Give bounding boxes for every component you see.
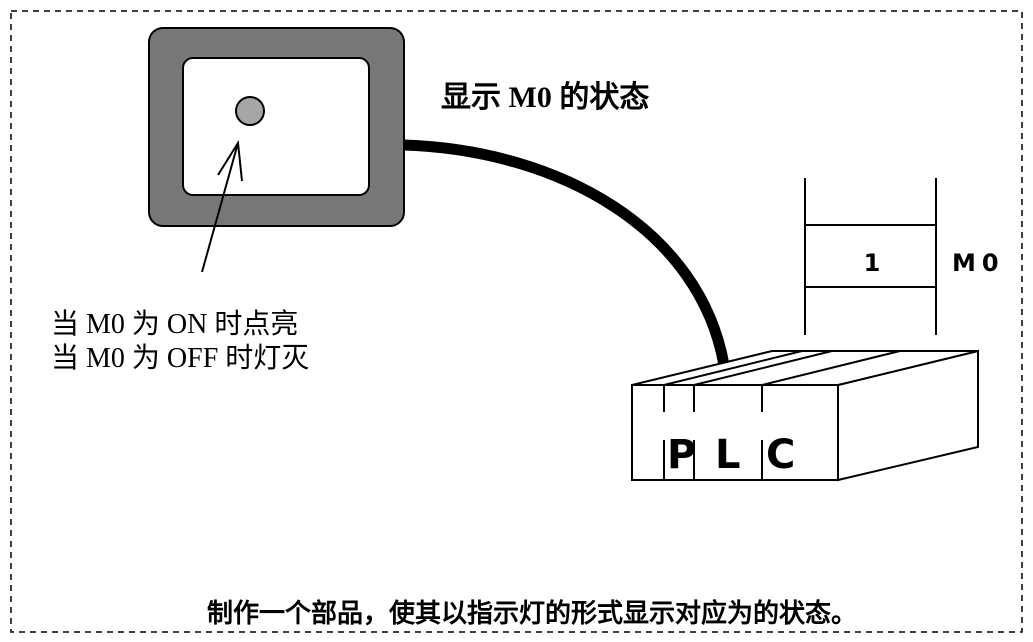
plc-front-face [631,384,839,481]
plc-letter-c: C [766,432,795,478]
m0-register: 1 M0 [804,178,1005,335]
indicator-lamp [235,96,265,126]
connection-cable [403,139,730,366]
plc-letter-p: P [667,432,696,478]
plc-unit: P L C [631,349,979,482]
note-off-line: 当 M0 为 OFF 时灯灭 [51,342,309,374]
dashed-border [10,10,1023,633]
note-on-line: 当 M0 为 ON 时点亮 [51,308,298,340]
register-value: 1 [864,249,881,277]
panel-screen [182,57,370,196]
bottom-caption: 制作一个部品，使其以指示灯的形式显示对应为的状态。 [207,598,857,629]
lamp-arrow [201,140,243,273]
plc-letter-l: L [715,432,741,478]
register-name: M0 [952,249,1005,277]
indicator-panel [148,27,405,227]
diagram-title: 显示 M0 的状态 [441,81,649,114]
